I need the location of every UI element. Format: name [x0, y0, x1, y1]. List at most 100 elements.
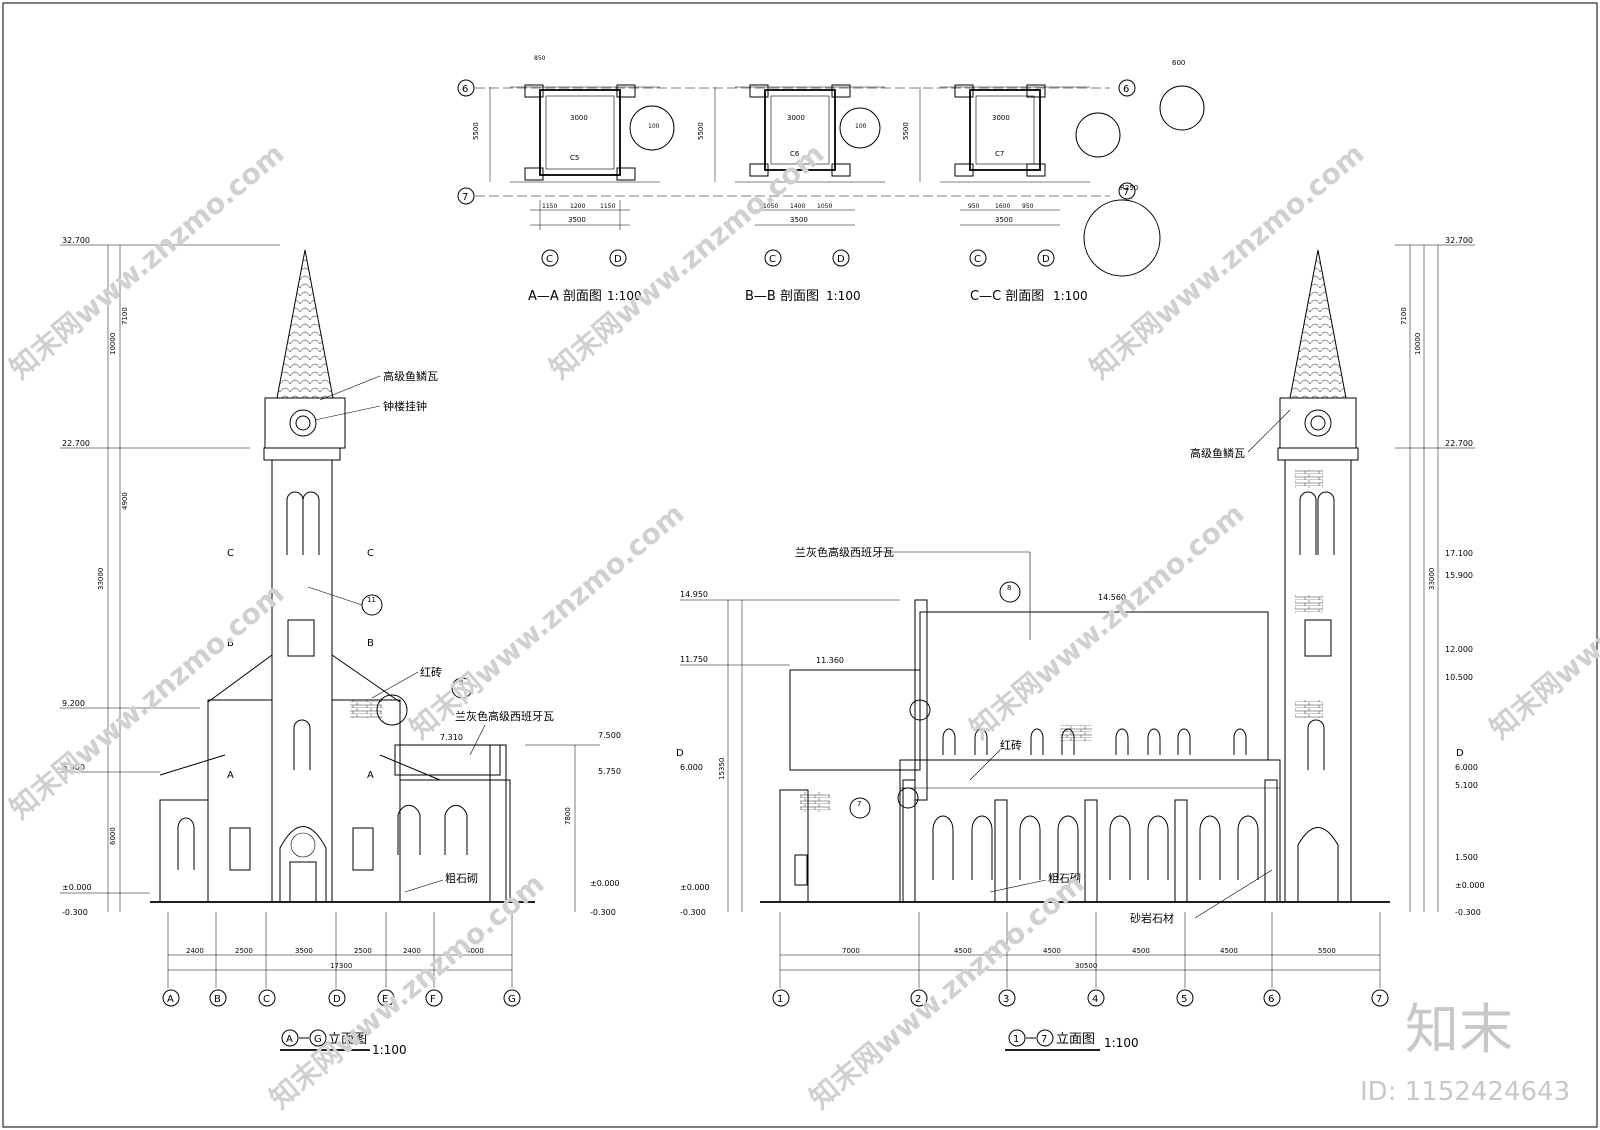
section-aa-total-side: 5500 [472, 122, 480, 140]
section-aa-detail: 100 [648, 123, 660, 130]
section-bb-dim-bottom-2: 1400 [790, 203, 805, 210]
left-vdim-10000: 10000 [109, 333, 117, 355]
right-axis-7: 7 [1376, 994, 1382, 1005]
right-level-32700: 32.700 [1445, 236, 1473, 245]
left-elevation-scale: 1:100 [372, 1043, 407, 1057]
right-detail-7: 7 [857, 800, 861, 808]
left-level-7310: 7.310 [440, 733, 463, 742]
right-level-12000: 12.000 [1445, 645, 1473, 654]
section-aa-dim-top: 850 [534, 55, 546, 62]
section-cc-detail-r250: R250 [1120, 184, 1138, 192]
left-bdim-total: 17300 [330, 962, 352, 970]
section-cc-dim-bottom-1: 950 [968, 203, 980, 210]
section-aa-dim-bottom-3: 1150 [600, 203, 615, 210]
left-level-neg300: -0.300 [62, 908, 88, 917]
right-level-6000: 6.000 [680, 763, 703, 772]
right-level-22700: 22.700 [1445, 439, 1473, 448]
right-lvdim-15350: 15350 [718, 758, 726, 780]
watermark-text-1: 知末网www.znzmo.com [3, 137, 290, 385]
right-bdim-4: 4500 [1132, 947, 1150, 955]
left-bdim-2: 2500 [235, 947, 253, 955]
axis-d-cc: D [1042, 254, 1050, 265]
section-cc-dim-bottom-3: 950 [1022, 203, 1034, 210]
left-mark-b1: B [227, 638, 234, 649]
left-mark-a1: A [227, 770, 234, 781]
watermark-text-4: 知末网www.znzmo.com [3, 577, 290, 825]
left-elevation [60, 244, 535, 912]
section-bb-dim-bottom-3: 1050 [817, 203, 832, 210]
right-level-14950: 14.950 [680, 590, 708, 599]
section-bb-label: C6 [790, 150, 800, 158]
left-axis-d: D [333, 994, 341, 1005]
right-bottom: 7000 4500 4500 4500 4500 5500 30500 1 2 … [772, 912, 1389, 1051]
right-level-r000: ±0.000 [1455, 881, 1485, 890]
right-level-r6000: 6.000 [1455, 763, 1478, 772]
right-axis-6: 6 [1268, 994, 1274, 1005]
right-bdim-total: 30500 [1075, 962, 1097, 970]
left-axis-f: F [430, 994, 436, 1005]
left-right-level-neg300: -0.300 [590, 908, 616, 917]
left-mark-c1: C [227, 548, 234, 559]
watermark-text-5: 知末网www.znzmo.com [403, 497, 690, 745]
left-levels: 32.700 22.700 9.200 6.000 ±0.000 -0.300 … [60, 236, 621, 917]
right-note-fish-scale-tile: 高级鱼鳞瓦 [1190, 446, 1245, 460]
right-level-1500: 1.500 [1455, 853, 1478, 862]
right-level-neg300: -0.300 [680, 908, 706, 917]
right-level-10500: 10.500 [1445, 673, 1473, 682]
right-bdim-6: 5500 [1318, 947, 1336, 955]
axis-c-cc: C [974, 254, 981, 265]
right-elevation-title: 立面图 [1056, 1032, 1095, 1047]
section-cc-label: C7 [995, 150, 1004, 158]
section-aa: 5500 3500 C5 3000 1150 1200 1150 850 100 [472, 55, 675, 230]
left-level-000: ±0.000 [62, 883, 92, 892]
section-aa-inner: 3000 [570, 114, 588, 122]
right-rvdim-10000: 10000 [1414, 333, 1422, 355]
watermark-brand: 知末 [1405, 998, 1513, 1061]
right-rvdim-33000: 33000 [1428, 568, 1436, 590]
section-bb-dim-bottom-1: 1050 [763, 203, 778, 210]
left-annotations: 高级鱼鳞瓦 钟楼挂钟 红砖 兰灰色高级西班牙瓦 粗石砌 C C B B A A … [227, 369, 554, 893]
left-title-axis-g: G [314, 1034, 322, 1045]
left-mark-a2: A [367, 770, 374, 781]
left-level-22700: 22.700 [62, 439, 90, 448]
section-aa-dim-bottom-1: 1150 [542, 203, 557, 210]
section-aa-dim-bottom-2: 1200 [570, 203, 585, 210]
section-bb: 5500 3500 C6 3000 1050 1400 1050 100 [697, 84, 885, 226]
axis-d-bb: D [837, 254, 845, 265]
right-note-red-brick: 红砖 [1000, 738, 1022, 752]
left-bdim-5: 2400 [403, 947, 421, 955]
right-levels: 14.950 11.750 6.000 ±0.000 -0.300 D D 14… [676, 236, 1485, 917]
section-bb-title: B—B 剖面图 [745, 289, 819, 304]
left-axis-c: C [263, 994, 270, 1005]
section-cc-scale: 1:100 [1053, 289, 1088, 303]
right-axis-2: 2 [915, 994, 921, 1005]
left-bottom: 2400 2500 3500 2500 2400 4000 17300 A B … [162, 912, 521, 1057]
left-note-spanish-tile: 兰灰色高级西班牙瓦 [455, 709, 554, 723]
right-axis-4: 4 [1092, 994, 1098, 1005]
left-bdim-3: 3500 [295, 947, 313, 955]
watermark-text-6: 知末网www.znzmo.com [963, 497, 1250, 745]
section-cc-title: C—C 剖面图 [970, 289, 1044, 304]
right-level-low-roof: 11.360 [816, 656, 844, 665]
axis-d-aa: D [614, 254, 622, 265]
left-elevation-title: 立面图 [328, 1032, 367, 1047]
right-elevation-scale: 1:100 [1104, 1036, 1139, 1050]
section-cc-total-side: 5500 [902, 122, 910, 140]
watermark-text-9: 知末网www.znzmo.com [1483, 497, 1600, 745]
left-detail-8: 8 [459, 679, 463, 687]
section-aa-title: A—A 剖面图 [528, 289, 602, 304]
left-axis-b: B [214, 994, 221, 1005]
right-elevation [760, 249, 1390, 903]
right-detail-8: 8 [1007, 584, 1011, 592]
right-level-15900: 15.900 [1445, 571, 1473, 580]
left-title-axis-a: A [286, 1034, 293, 1045]
axis-7-right: 7 [1123, 187, 1129, 198]
right-level-11750: 11.750 [680, 655, 708, 664]
right-title-axis-7: 7 [1041, 1034, 1047, 1045]
axis-c-bb: C [769, 254, 776, 265]
left-detail-11: 11 [367, 596, 376, 604]
axis-7-left: 7 [462, 192, 468, 203]
watermark-text-8: 知末网www.znzmo.com [803, 867, 1090, 1115]
left-note-red-brick: 红砖 [420, 665, 442, 679]
